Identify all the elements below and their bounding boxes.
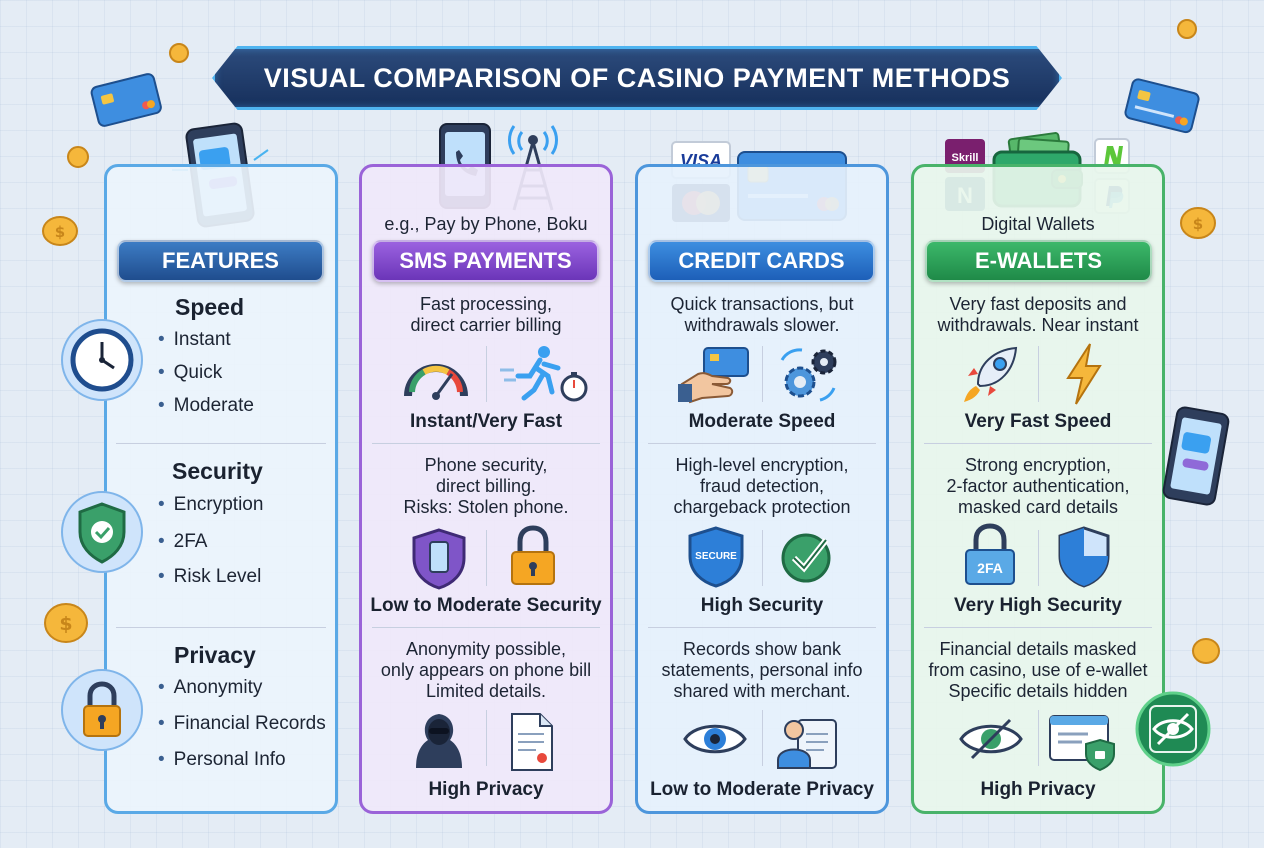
clock-icon bbox=[61, 319, 143, 401]
padlock-icon bbox=[511, 525, 555, 585]
privacy-eye-badge-icon bbox=[1135, 691, 1211, 767]
section-divider bbox=[372, 443, 600, 444]
section-divider bbox=[924, 443, 1152, 444]
svg-text:$: $ bbox=[1193, 215, 1203, 233]
sms-payments-header: SMS PAYMENTS bbox=[372, 240, 599, 282]
credit-privacy-label: Low to Moderate Privacy bbox=[650, 779, 874, 800]
sms-speed-description: Fast processing, direct carrier billing bbox=[410, 294, 562, 335]
2fa-badge-text: 2FA bbox=[977, 560, 1003, 576]
2fa-lock-icon: 2FA bbox=[965, 523, 1015, 585]
gears-icon bbox=[780, 348, 837, 402]
coin-icon bbox=[169, 43, 189, 63]
credit-privacy-description: Records show bank statements, personal i… bbox=[661, 639, 863, 701]
checkmark-icon bbox=[781, 533, 831, 583]
ewallet-privacy-label: High Privacy bbox=[980, 779, 1096, 800]
sms-example-text: e.g., Pay by Phone, Boku bbox=[384, 214, 588, 234]
icon-divider bbox=[762, 346, 763, 402]
e-wallets-header: E-WALLETS bbox=[925, 240, 1152, 282]
privacy-heading: Privacy bbox=[174, 642, 256, 668]
ewallet-security-label: Very High Security bbox=[954, 595, 1122, 616]
padlock-icon bbox=[61, 669, 143, 751]
hooded-anonymous-icon bbox=[416, 714, 462, 768]
speed-item-instant: Instant bbox=[158, 329, 231, 351]
ewallet-security-description: Strong encryption, 2-factor authenticati… bbox=[946, 455, 1130, 517]
credit-cards-header: CREDIT CARDS bbox=[648, 240, 875, 282]
sms-privacy-label: High Privacy bbox=[428, 779, 544, 800]
coin-icon: $ bbox=[44, 603, 88, 643]
coin-icon bbox=[67, 146, 89, 168]
speed-heading: Speed bbox=[175, 294, 245, 320]
secure-badge-text: SECURE bbox=[695, 551, 737, 562]
sms-security-label: Low to Moderate Security bbox=[370, 595, 602, 616]
page-title: VISUAL COMPARISON OF CASINO PAYMENT METH… bbox=[263, 62, 1011, 93]
icon-divider bbox=[486, 530, 487, 586]
section-divider bbox=[924, 627, 1152, 628]
privacy-item-personal-info: Personal Info bbox=[158, 749, 286, 771]
rocket-icon bbox=[964, 346, 1018, 402]
eye-slash-icon bbox=[959, 718, 1023, 760]
section-divider bbox=[372, 627, 600, 628]
title-banner: VISUAL COMPARISON OF CASINO PAYMENT METH… bbox=[212, 46, 1062, 110]
privacy-item-financial-records: Financial Records bbox=[158, 713, 326, 735]
eye-icon bbox=[683, 724, 747, 754]
section-divider bbox=[648, 443, 876, 444]
document-icon bbox=[511, 713, 553, 771]
shield-check-icon bbox=[61, 491, 143, 573]
running-person-stopwatch-icon bbox=[500, 346, 588, 402]
shield-icon bbox=[1058, 526, 1110, 588]
sms-speed-label: Instant/Very Fast bbox=[409, 411, 563, 432]
hand-card-icon bbox=[678, 347, 749, 404]
credit-security-label: High Security bbox=[700, 595, 824, 616]
phone-shield-icon bbox=[412, 528, 466, 590]
security-item-2fa: 2FA bbox=[158, 531, 208, 553]
coin-icon: $ bbox=[42, 216, 78, 246]
credit-security-description: High-level encryption, fraud detection, … bbox=[673, 455, 851, 517]
ewallet-example-text: Digital Wallets bbox=[981, 214, 1095, 234]
svg-text:$: $ bbox=[59, 613, 72, 635]
coin-icon bbox=[1177, 19, 1197, 39]
coin-icon bbox=[1192, 638, 1220, 664]
features-header-label: FEATURES bbox=[162, 248, 279, 273]
e-wallets-header-label: E-WALLETS bbox=[974, 248, 1103, 273]
icon-divider bbox=[1038, 710, 1039, 766]
credit-speed-label: Moderate Speed bbox=[688, 411, 836, 432]
coin-icon: $ bbox=[1180, 207, 1216, 239]
browser-shield-icon bbox=[1049, 715, 1115, 772]
icon-divider bbox=[1038, 346, 1039, 402]
lightning-bolt-icon bbox=[1066, 343, 1102, 405]
ewallet-speed-label: Very Fast Speed bbox=[964, 411, 1112, 432]
credit-speed-description: Quick transactions, but withdrawals slow… bbox=[670, 294, 854, 335]
sms-privacy-description: Anonymity possible, only appears on phon… bbox=[380, 639, 592, 701]
icon-divider bbox=[486, 346, 487, 402]
ewallet-speed-description: Very fast deposits and withdrawals. Near… bbox=[937, 294, 1139, 335]
speed-item-quick: Quick bbox=[158, 362, 223, 384]
speedometer-icon bbox=[404, 364, 468, 400]
security-heading: Security bbox=[172, 458, 263, 484]
floating-credit-card-icon bbox=[90, 73, 162, 127]
sms-payments-header-label: SMS PAYMENTS bbox=[399, 248, 572, 273]
speed-item-moderate: Moderate bbox=[158, 395, 254, 417]
icon-divider bbox=[762, 710, 763, 766]
features-header: FEATURES bbox=[117, 240, 324, 282]
icon-divider bbox=[762, 530, 763, 586]
floating-credit-card-icon bbox=[1124, 78, 1200, 134]
ewallet-privacy-description: Financial details masked from casino, us… bbox=[928, 639, 1148, 701]
security-item-risk-level: Risk Level bbox=[158, 566, 262, 588]
section-divider bbox=[116, 443, 326, 444]
credit-cards-header-label: CREDIT CARDS bbox=[678, 248, 845, 273]
skrill-logo-text: Skrill bbox=[952, 152, 979, 164]
svg-text:$: $ bbox=[55, 223, 65, 241]
section-divider bbox=[648, 627, 876, 628]
id-card-person-icon bbox=[777, 719, 837, 769]
sms-security-description: Phone security, direct billing. Risks: S… bbox=[403, 455, 569, 517]
secure-shield-icon: SECURE bbox=[688, 526, 744, 588]
icon-divider bbox=[1038, 530, 1039, 586]
icon-divider bbox=[486, 710, 487, 766]
security-item-encryption: Encryption bbox=[158, 494, 264, 516]
section-divider bbox=[116, 627, 326, 628]
privacy-item-anonymity: Anonymity bbox=[158, 677, 263, 699]
floating-smartphone-icon bbox=[1162, 406, 1230, 506]
